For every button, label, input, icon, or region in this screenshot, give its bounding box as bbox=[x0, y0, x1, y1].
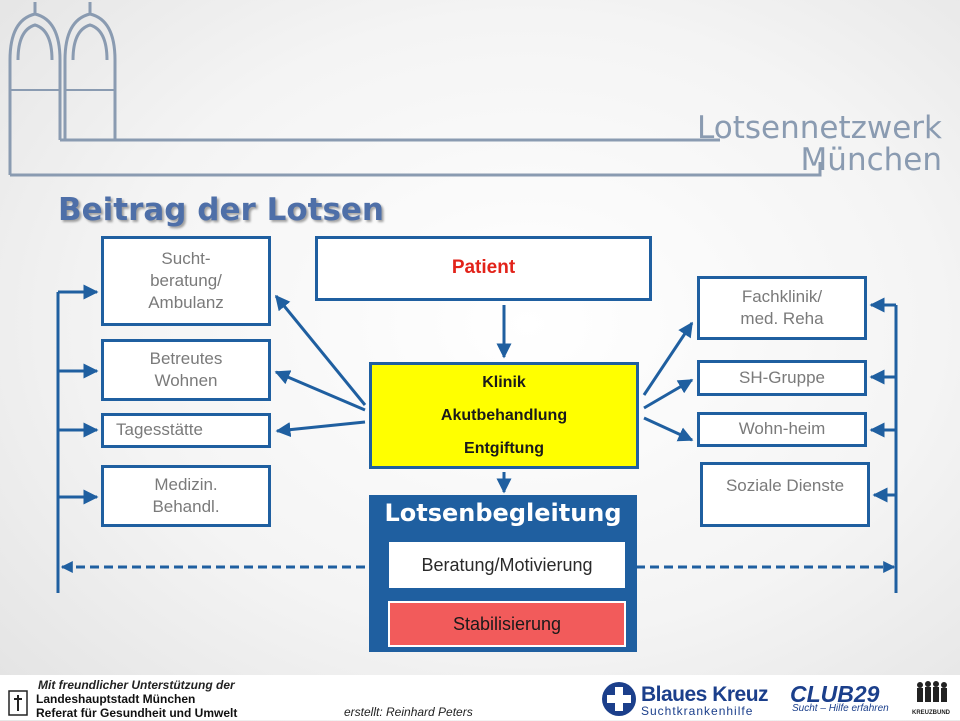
munich-coat-of-arms-icon bbox=[8, 690, 28, 716]
box-beratung-motivierung: Beratung/Motivierung bbox=[388, 541, 626, 589]
frauenkirche-outline-icon bbox=[8, 2, 822, 177]
blaues-kreuz-subtitle: Suchtkrankenhilfe bbox=[641, 704, 754, 718]
box-suchtberatung: Sucht- beratung/ Ambulanz bbox=[101, 236, 271, 326]
box-medizin-behandl: Medizin. Behandl. bbox=[101, 465, 271, 527]
footer-org-line2: Referat für Gesundheit und Umwelt bbox=[36, 705, 238, 720]
footer bbox=[0, 675, 960, 720]
kreuzbund-name: KREUZBUND bbox=[912, 710, 950, 716]
lotsenbegleitung-title: Lotsenbegleitung bbox=[384, 499, 622, 527]
network-title-line2: München bbox=[800, 142, 942, 178]
box-tagesstaette: Tagesstätte bbox=[101, 413, 271, 448]
slide-title: Beitrag der Lotsen bbox=[58, 192, 384, 228]
network-title-line1: Lotsennetzwerk bbox=[697, 110, 942, 146]
arrow-to-betreutes-wohnen bbox=[274, 370, 366, 412]
klinik-line-2: Akutbehandlung bbox=[440, 407, 568, 424]
klinik-line-1: Klinik bbox=[482, 374, 526, 391]
box-klinik: Klinik Akutbehandlung Entgiftung bbox=[369, 362, 639, 469]
blaues-kreuz-name: Blaues Kreuz bbox=[641, 683, 769, 706]
box-betreutes-wohnen: Betreutes Wohnen bbox=[101, 339, 271, 401]
klinik-line-3: Entgiftung bbox=[464, 440, 544, 457]
arrow-to-sh-gruppe bbox=[643, 378, 694, 410]
arrow-to-wohnheim bbox=[643, 416, 694, 442]
arrow-to-fachklinik bbox=[642, 321, 694, 396]
box-fachklinik: Fachklinik/ med. Reha bbox=[697, 276, 867, 340]
footer-org-line1: Landeshauptstadt München bbox=[36, 692, 196, 706]
arrow-to-tagesstaette bbox=[275, 420, 366, 438]
club29-logo: CLUB29 bbox=[790, 681, 880, 707]
box-patient: Patient bbox=[315, 236, 652, 301]
footer-org: Landeshauptstadt München Referat für Ges… bbox=[36, 692, 238, 721]
box-soziale-dienste: Soziale Dienste bbox=[700, 462, 870, 527]
footer-support-text: Mit freundlicher Unterstützung der bbox=[38, 678, 235, 692]
arrow-to-suchtberatung bbox=[274, 294, 367, 406]
box-sh-gruppe: SH-Gruppe bbox=[697, 360, 867, 396]
box-wohnheim: Wohn-heim bbox=[697, 412, 867, 447]
club29-subtitle: Sucht – Hilfe erfahren bbox=[792, 703, 889, 714]
kreuzbund-logo-icon bbox=[917, 681, 947, 702]
footer-credit: erstellt: Reinhard Peters bbox=[344, 705, 473, 719]
box-stabilisierung: Stabilisierung bbox=[388, 601, 626, 647]
blaues-kreuz-logo-icon bbox=[602, 682, 636, 716]
